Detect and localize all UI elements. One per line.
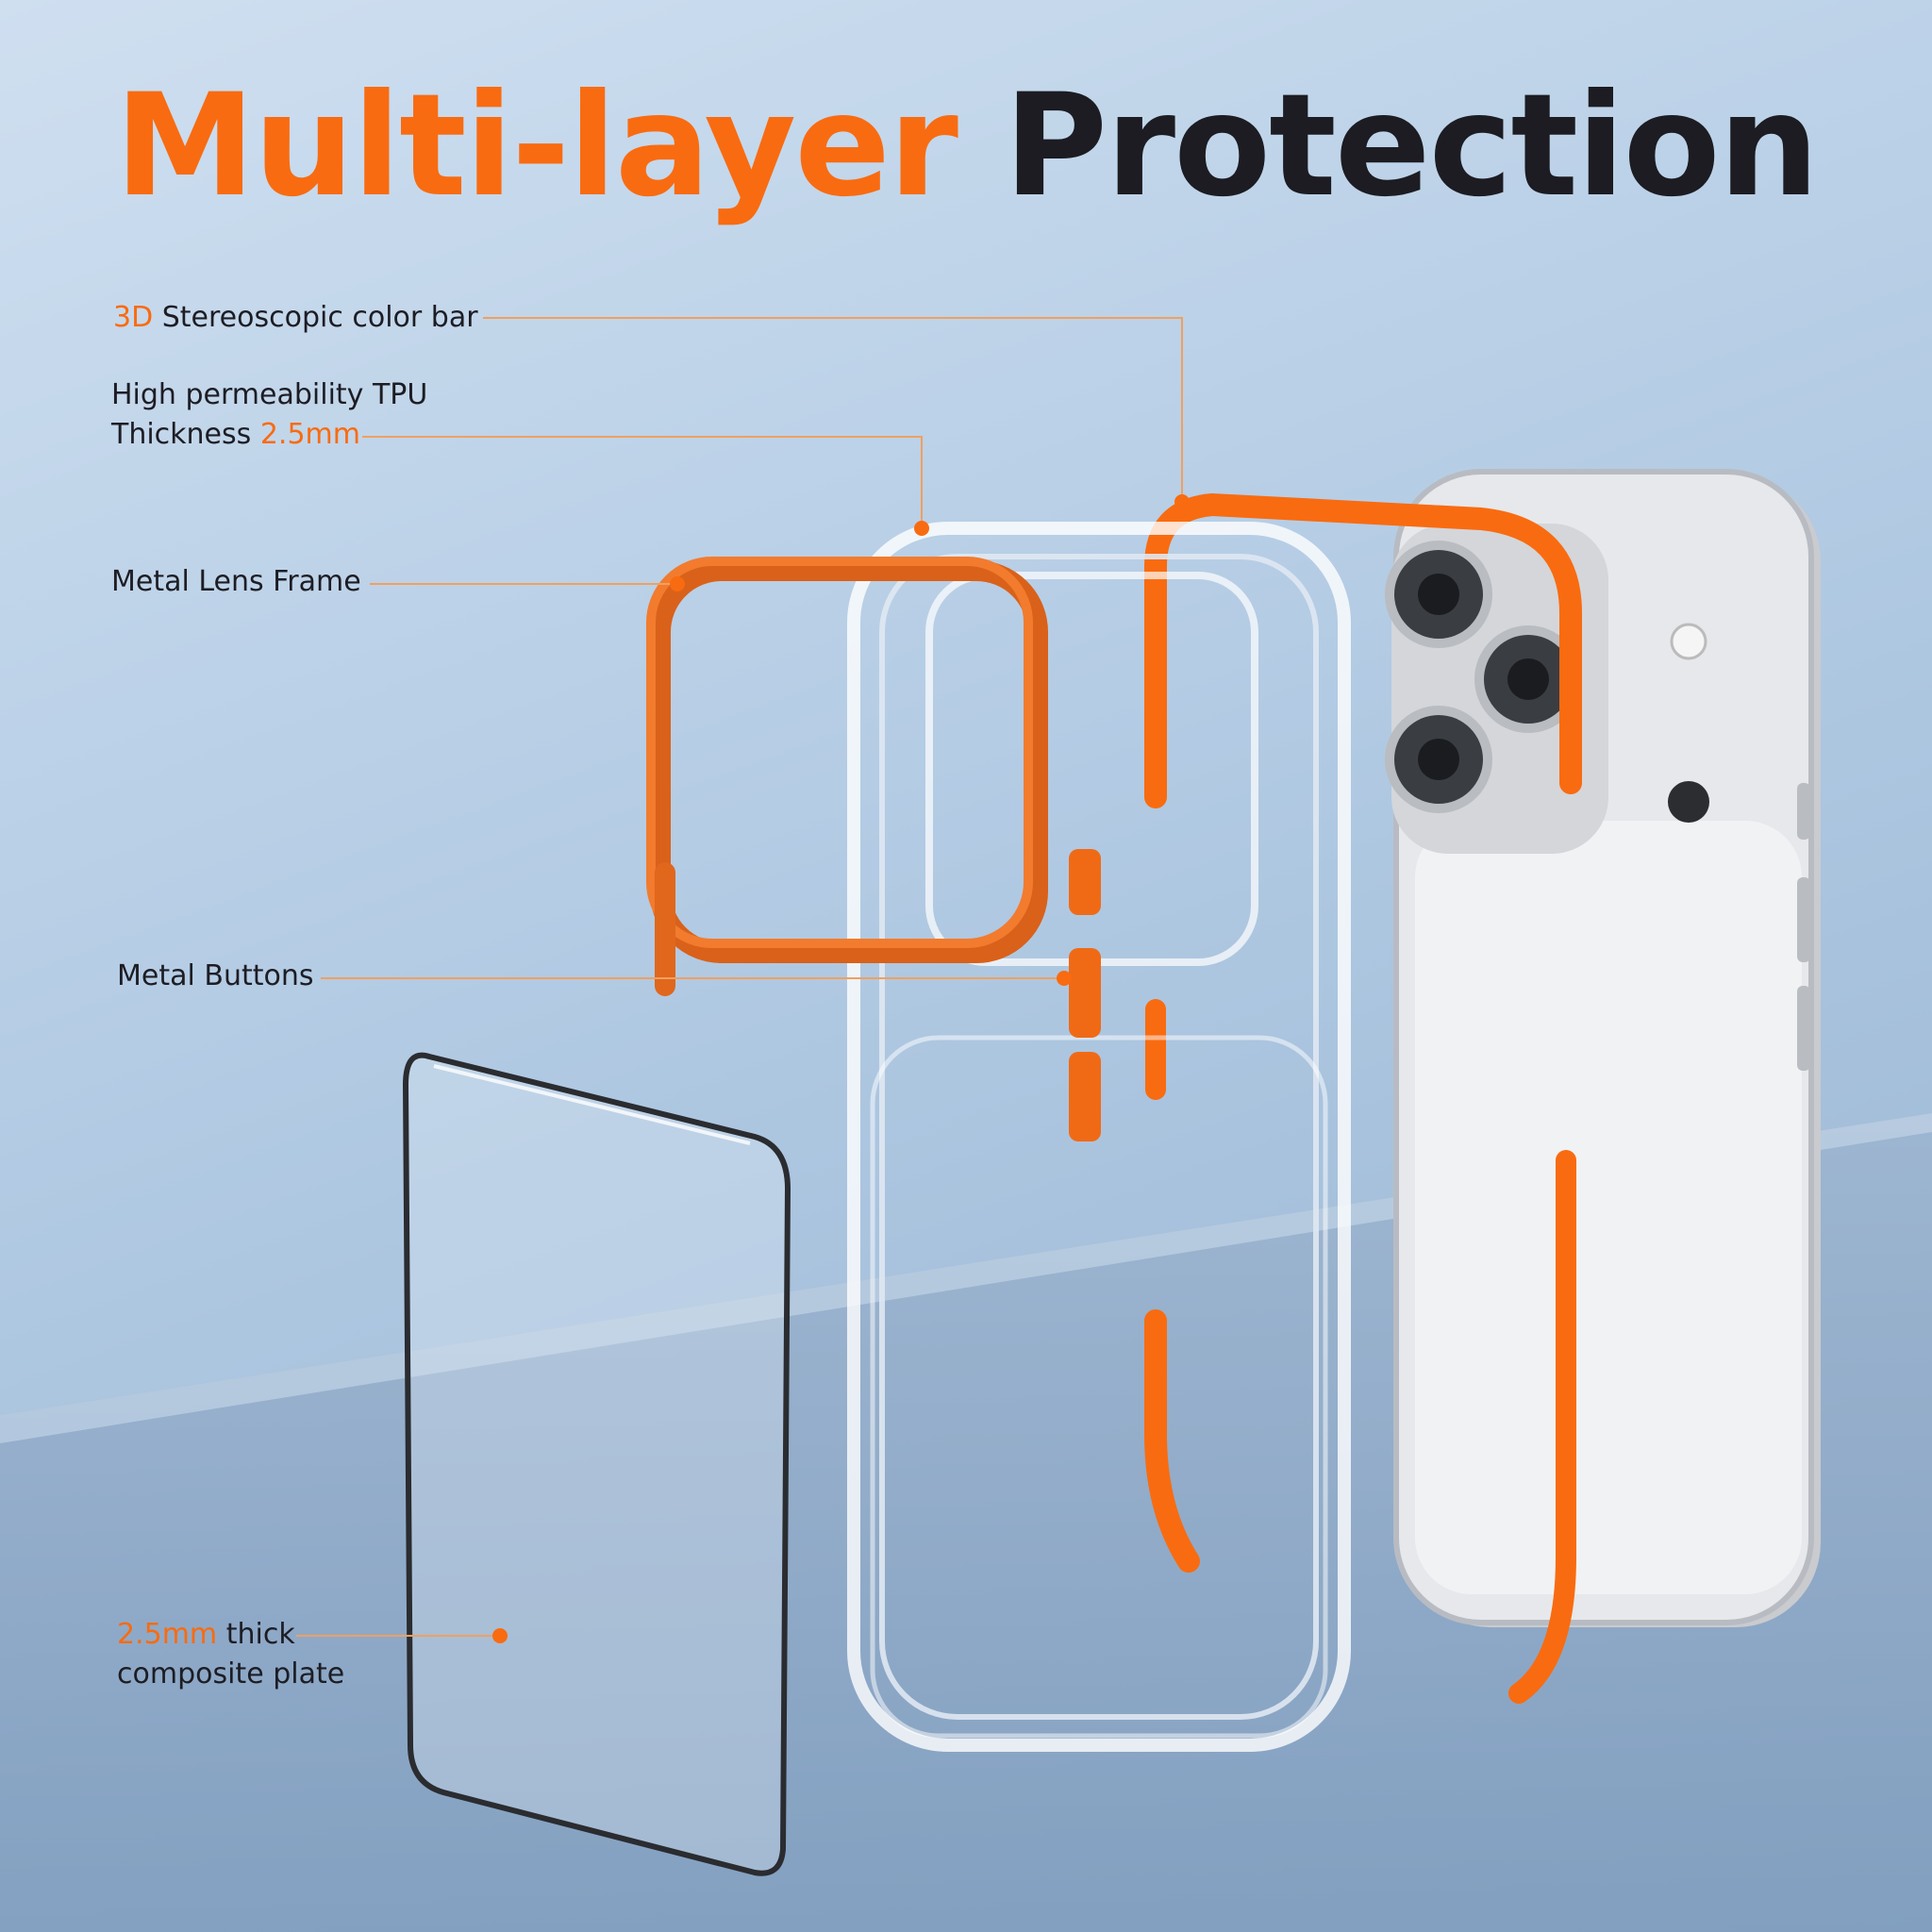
callout-color-bar: 3D Stereoscopic color bar <box>113 298 478 338</box>
lens-frame-illustration <box>646 557 1048 996</box>
composite-plate-illustration <box>402 1052 791 1876</box>
callout-plate-line2: composite plate <box>117 1657 345 1690</box>
leader-lines <box>296 317 1183 1637</box>
color-bar-illustration <box>1144 492 1582 1704</box>
page-title: Multi-layer Protection <box>0 75 1932 217</box>
title-accent: Multi-layer <box>114 64 958 228</box>
callout-color-bar-highlight: 3D <box>113 301 154 334</box>
callout-tpu-highlight: 2.5mm <box>259 418 360 451</box>
callout-lens-frame-text: Metal Lens Frame <box>111 565 361 598</box>
buttons-illustration <box>1069 849 1101 1141</box>
callout-plate: 2.5mm thick composite plate <box>117 1615 344 1694</box>
callout-tpu: High permeability TPU Thickness 2.5mm <box>111 375 427 455</box>
callout-tpu-line1: High permeability TPU <box>111 378 428 411</box>
callout-tpu-line2: Thickness 2.5mm <box>111 415 427 455</box>
leader-dots <box>492 494 1190 1643</box>
title-rest: Protection <box>1004 64 1819 228</box>
callout-buttons: Metal Buttons <box>117 957 313 996</box>
callout-color-bar-text: Stereoscopic color bar <box>161 301 478 334</box>
callout-plate-line1: 2.5mm thick <box>117 1615 344 1655</box>
callout-plate-line1-text: thick <box>225 1618 295 1651</box>
callout-lens-frame: Metal Lens Frame <box>111 562 361 602</box>
callout-buttons-text: Metal Buttons <box>117 959 314 992</box>
phone-illustration <box>1385 469 1821 1627</box>
callout-plate-highlight: 2.5mm <box>117 1618 218 1651</box>
callout-tpu-line2-text: Thickness <box>111 418 252 451</box>
